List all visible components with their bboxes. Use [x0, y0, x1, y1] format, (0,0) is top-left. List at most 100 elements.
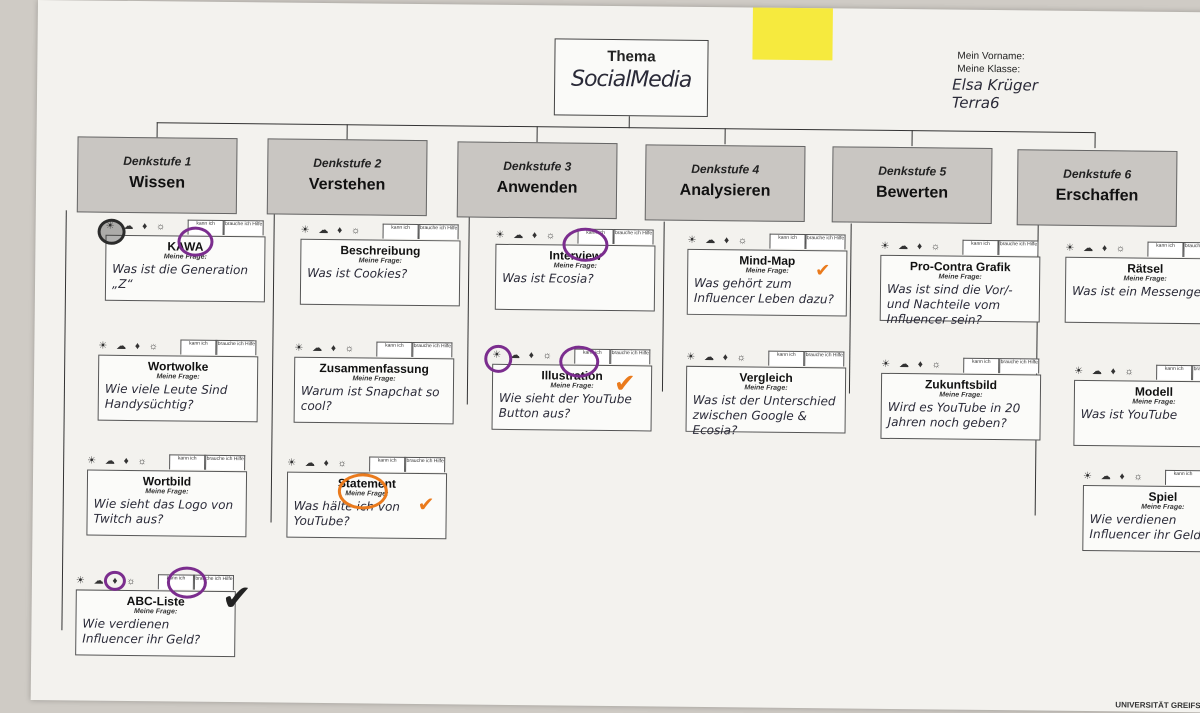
name-label: Mein Vorname: — [957, 50, 1025, 63]
card-question: Was ist YouTube — [1080, 406, 1178, 422]
level-1-box: Denkstufe 1 Wissen — [76, 136, 238, 215]
class-value: Terra6 — [951, 93, 1000, 113]
level-number: Denkstufe 5 — [878, 163, 947, 179]
theme-box: Thema SocialMedia — [553, 38, 709, 118]
level-number: Denkstufe 2 — [313, 155, 382, 171]
weather-icons: ☀ ☁ ♦ ☼ — [98, 340, 162, 353]
card-question: Was ist sind die Vor/- und Nachteile vom… — [886, 281, 1013, 327]
weather-icons: ☀ ☁ ♦ ☼ — [495, 229, 559, 242]
name-value: Elsa Krüger — [952, 75, 1039, 95]
tree-line — [911, 130, 913, 147]
tree-line — [848, 223, 852, 394]
tab-help: brauche ich Hilfe — [998, 240, 1039, 256]
weather-icons: ☀ ☁ ♦ ☼ — [287, 457, 350, 470]
tree-line — [61, 210, 67, 631]
weather-icons: ☀ ☁ ♦ ☼ — [687, 234, 751, 247]
tab-can: kann ich — [1147, 241, 1184, 258]
marker-circle — [177, 226, 214, 257]
theme-value: SocialMedia — [570, 66, 692, 93]
marker-circle — [166, 566, 208, 599]
level-name: Analysieren — [679, 181, 771, 200]
level-2-box: Denkstufe 2 Verstehen — [266, 138, 428, 217]
card-question: Was ist der Unterschied zwischen Google … — [692, 392, 836, 438]
tab-can: kann ich — [769, 233, 806, 250]
tab-can: kann ich — [963, 357, 1000, 374]
tab-help: brauche ich Hilfe — [999, 358, 1040, 374]
tab-can: kann ich — [376, 341, 413, 357]
level-number: Denkstufe 6 — [1063, 166, 1132, 182]
weather-icons: ☀ ☁ ♦ ☼ — [294, 342, 358, 355]
tab-can: kann ich — [180, 339, 217, 355]
check-mark-icon: ✔ — [815, 260, 831, 281]
tree-line — [466, 214, 470, 405]
tab-help: brauche ich Hilfe — [613, 229, 654, 245]
tree-line — [156, 122, 158, 139]
level-name: Anwenden — [496, 178, 578, 197]
weather-icons: ☀ ☁ ♦ ☼ — [300, 224, 364, 237]
tab-can: kann ich — [962, 239, 999, 256]
marker-circle — [562, 227, 609, 262]
level-name: Wissen — [129, 173, 186, 192]
tree-line — [661, 221, 665, 392]
tree-line — [1094, 132, 1096, 149]
weather-icons: ☀ ☁ ♦ ☼ — [1074, 365, 1137, 378]
marker-circle — [97, 218, 126, 245]
level-name: Erschaffen — [1055, 186, 1139, 205]
name-labels: Mein Vorname: Meine Klasse: — [957, 50, 1025, 77]
level-number: Denkstufe 1 — [123, 153, 192, 169]
tab-help: brauche ich Hilfe — [804, 351, 845, 367]
weather-icons: ☀ ☁ ♦ ☼ — [880, 240, 944, 253]
tab-help: brauche ich Hilfe — [405, 456, 446, 473]
tab-can: kann ich — [1164, 469, 1200, 486]
tab-can: kann ich — [382, 223, 419, 239]
name-values: Elsa Krüger Terra6 — [952, 76, 1038, 113]
card-question: Warum ist Snapchat so cool? — [300, 383, 440, 414]
tree-line — [536, 126, 538, 143]
level-number: Denkstufe 4 — [691, 161, 760, 177]
tab-help: brauche ich Hilfe — [418, 223, 459, 240]
tab-can: kann ich — [768, 350, 805, 367]
level-6-box: Denkstufe 6 Erschaffen — [1016, 149, 1178, 227]
tree-line — [724, 128, 726, 145]
card-question: Wird es YouTube in 20 Jahren noch geben? — [887, 399, 1021, 431]
card-question: Wie sieht das Logo von Twitch aus? — [93, 496, 234, 527]
level-number: Denkstufe 3 — [503, 158, 572, 174]
sticky-note — [752, 7, 833, 61]
tab-can: kann ich — [1156, 364, 1193, 381]
card-question: Was ist ein Messenger? — [1071, 283, 1200, 300]
tab-help: brauche ich Hilfe — [1192, 365, 1200, 381]
marker-circle — [103, 570, 127, 591]
tab-help: brauche ich Hilfe — [1183, 242, 1200, 258]
card-question: Was ist Ecosia? — [502, 270, 594, 286]
tree-line — [628, 114, 630, 129]
marker-circle — [559, 345, 600, 378]
tree-line — [346, 124, 348, 141]
weather-icons: ☀ ☁ ♦ ☼ — [881, 358, 944, 371]
level-name: Verstehen — [308, 175, 386, 194]
weather-icons: ☀ ☁ ♦ ☼ — [87, 455, 150, 468]
theme-title: Thema — [607, 47, 656, 66]
level-3-box: Denkstufe 3 Anwenden — [456, 141, 618, 220]
weather-icons: ☀ ☁ ♦ ☼ — [1083, 470, 1146, 483]
tab-can: kann ich — [369, 456, 406, 472]
tab-can: kann ich — [169, 454, 206, 470]
